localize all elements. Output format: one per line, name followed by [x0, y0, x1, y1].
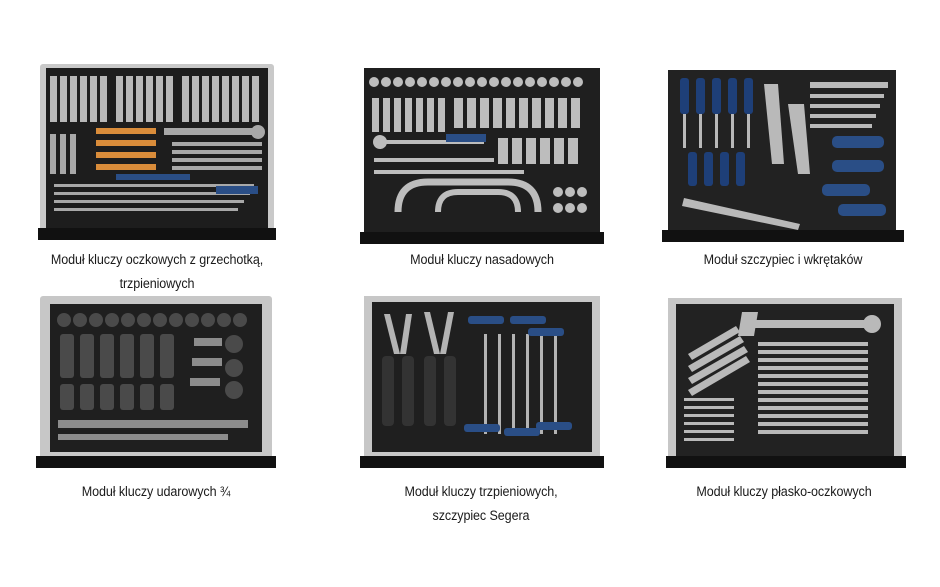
t-handle-circlip-pliers-tray-image — [360, 296, 604, 468]
caption-line: Moduł kluczy trzpieniowych, — [404, 484, 558, 499]
caption-impact-module: Moduł kluczy udarowych ¾ — [33, 480, 279, 504]
caption-pliers-module: Moduł szczypiec i wkrętaków — [659, 248, 906, 272]
caption-socket-module: Moduł kluczy nasadowych — [359, 248, 605, 272]
caption-t-handle-module: Moduł kluczy trzpieniowych, szczypiec Se… — [357, 480, 604, 528]
combination-spanner-tray-image — [666, 298, 906, 468]
caption-ring-spanner-module: Moduł kluczy oczkowych z grzechotką, trz… — [33, 248, 280, 296]
pliers-screwdriver-tray-image — [662, 70, 904, 242]
caption-line: Moduł szczypiec i wkrętaków — [703, 252, 863, 267]
caption-line: trzpieniowych — [119, 276, 195, 291]
caption-combination-spanner-module: Moduł kluczy płasko-oczkowych — [659, 480, 908, 504]
caption-line: szczypiec Segera — [432, 508, 530, 523]
caption-line: Moduł kluczy płasko-oczkowych — [696, 484, 872, 499]
impact-socket-tray-image — [36, 296, 276, 468]
ring-spanner-ratchet-tray-image — [38, 64, 276, 240]
socket-wrench-tray-image — [360, 68, 604, 244]
caption-line: Moduł kluczy udarowych ¾ — [81, 484, 231, 499]
caption-line: Moduł kluczy nasadowych — [410, 252, 554, 267]
caption-line: Moduł kluczy oczkowych z grzechotką, — [50, 252, 264, 267]
